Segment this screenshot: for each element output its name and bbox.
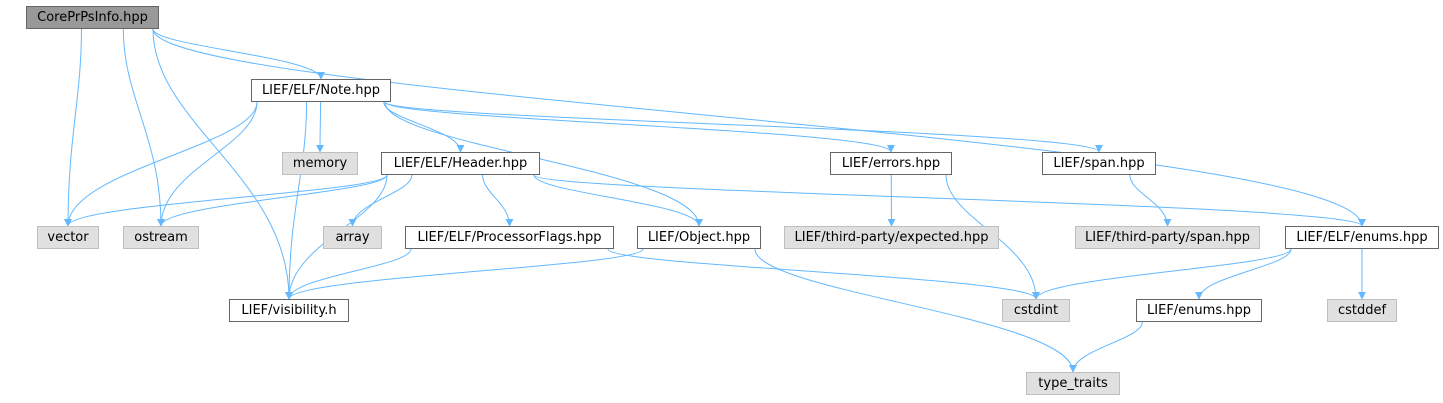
edge-header-to-ostream [157,174,388,227]
node-elf-enums[interactable]: LIEF/ELF/enums.hpp [1285,226,1439,249]
node-lief-visibility[interactable]: LIEF/visibility.h [229,299,349,322]
edge-note-to-visibility [285,101,308,300]
edge-coreprpsinfo-to-elf_enums [152,28,1366,227]
node-elf-header[interactable]: LIEF/ELF/Header.hpp [381,152,540,175]
edge-header-to-processorflags [482,174,514,227]
node-cstdint: cstdint [1002,299,1070,322]
node-cstddef: cstddef [1327,299,1397,322]
edge-coreprpsinfo-to-note [152,28,325,80]
edge-elf_enums-to-enums [1195,248,1292,300]
node-lief-object[interactable]: LIEF/Object.hpp [637,226,761,249]
edge-object-to-type_traits [754,248,1077,373]
edge-note-to-memory [316,101,325,153]
edge-header-to-object [533,174,703,227]
node-lief-enums[interactable]: LIEF/enums.hpp [1136,299,1262,322]
node-ostream: ostream [123,226,199,249]
edge-coreprpsinfo-to-ostream [122,28,165,227]
node-vector: vector [37,226,99,249]
edge-elf_enums-to-cstdint [1032,248,1292,300]
edge-enums-to-type_traits [1069,321,1143,373]
node-elf-note[interactable]: LIEF/ELF/Note.hpp [251,79,391,102]
edge-header-to-vector [64,174,388,227]
edge-processorflags-to-cstdint [607,248,1040,300]
node-memory: memory [282,152,358,175]
edge-note-to-ostream [157,101,258,227]
edge-note-to-header [383,101,465,153]
edge-header-to-elf_enums [533,174,1366,227]
edge-header-to-array [348,174,413,227]
node-lief-errors[interactable]: LIEF/errors.hpp [830,152,952,175]
edge-note-to-vector [64,101,258,227]
edge-note-to-errors [384,101,895,153]
edge-note-to-object [384,101,703,227]
node-lief-span[interactable]: LIEF/span.hpp [1042,152,1156,175]
edge-object-to-visibility [285,248,644,300]
node-third-party-span: LIEF/third-party/span.hpp [1075,226,1260,249]
node-type-traits: type_traits [1026,372,1120,395]
node-array: array [323,226,382,249]
edge-coreprpsinfo-to-vector [64,28,82,227]
node-third-party-expected: LIEF/third-party/expected.hpp [784,226,999,249]
edge-processorflags-to-visibility [285,248,412,300]
edge-note-to-span [384,101,1103,153]
node-coreprpsinfo-root[interactable]: CorePrPsInfo.hpp [26,6,159,29]
edge-coreprpsinfo-to-visibility [152,28,293,300]
node-elf-processorflags[interactable]: LIEF/ELF/ProcessorFlags.hpp [405,226,614,249]
edge-span-to-tp_span [1129,174,1172,227]
